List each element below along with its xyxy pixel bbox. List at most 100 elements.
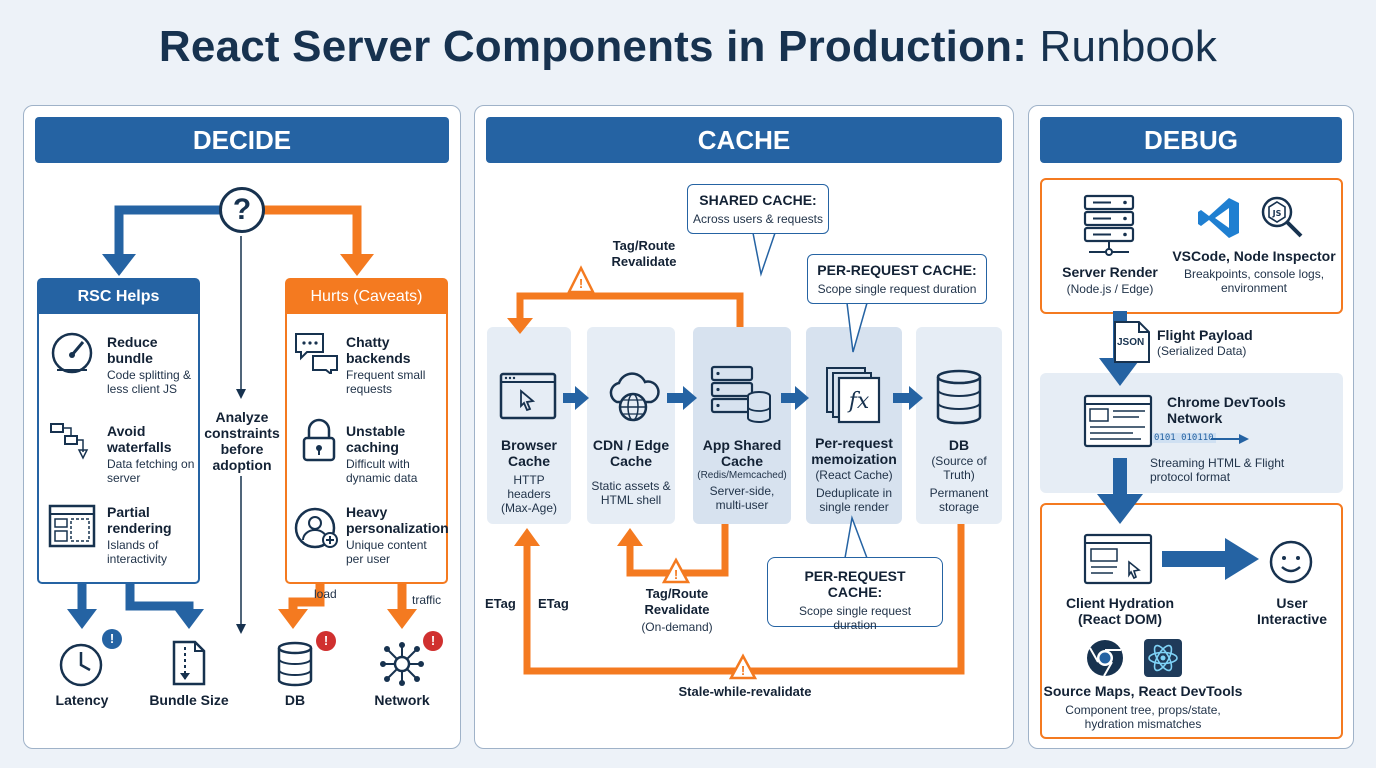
cloud-globe-icon: [609, 372, 660, 422]
zip-file-icon: [172, 640, 206, 686]
server-render-box: [1040, 178, 1343, 314]
hurts-item-2-desc: Difficult with dynamic data: [346, 457, 418, 485]
network-badge: !: [423, 631, 443, 651]
gauge-icon: [51, 332, 93, 374]
app-shared-desc: Server-side, multi-user: [709, 484, 775, 512]
flight-text: Flight Payload (Serialized Data): [1157, 327, 1337, 358]
page-title: React Server Components in Production: R…: [0, 22, 1376, 72]
outcome-latency: Latency: [55, 692, 109, 708]
etag-label-2: ETag: [538, 596, 569, 611]
latency-badge: !: [102, 629, 122, 649]
browser-icon: [499, 372, 557, 420]
svg-text:fx: fx: [847, 389, 870, 414]
warning-middle: !: [673, 567, 679, 582]
sourcemaps-title: Source Maps, React DevTools: [1043, 683, 1243, 699]
per-request-callout-bottom-desc: Scope single request duration: [798, 604, 912, 632]
chat-icon: [295, 333, 338, 374]
decide-header: DECIDE: [35, 117, 449, 163]
stream-arrow: [1211, 434, 1249, 444]
chrome-devtools-desc: Streaming HTML & Flight protocol format: [1150, 456, 1285, 484]
per-request-callout-top-title: PER-REQUEST CACHE:: [817, 262, 977, 278]
lock-icon: [302, 418, 336, 462]
server-icon: [1083, 194, 1135, 256]
per-request-callout-bottom: PER-REQUEST CACHE: Scope single request …: [767, 557, 943, 632]
layout-icon: [48, 504, 96, 548]
tag-revalidate-top: Tag/Route Revalidate: [611, 238, 677, 269]
cdn-cache-title: CDN / Edge Cache: [592, 437, 670, 469]
warning-top: !: [578, 276, 584, 291]
sourcemaps-desc: Component tree, props/state, hydration m…: [1065, 703, 1221, 731]
server-render-desc: (Node.js / Edge): [1066, 282, 1154, 296]
cdn-cache-desc: Static assets & HTML shell: [591, 479, 671, 507]
svg-text:JS: JS: [1272, 209, 1282, 218]
shared-callout-desc: Across users & requests: [692, 212, 824, 226]
json-tag: JSON: [1117, 337, 1145, 348]
hurts-header: Hurts (Caveats): [287, 280, 446, 314]
hurts-item-3-desc: Unique content per user: [346, 538, 427, 566]
title-main: React Server Components in Production:: [158, 22, 1028, 71]
hurts-item-1-title: Chatty backends: [346, 334, 411, 366]
arrow-traffic-label: traffic: [412, 593, 442, 607]
helps-item-1-desc: Code splitting & less client JS: [107, 368, 192, 396]
helps-item-2-title: Avoid waterfalls: [107, 423, 172, 455]
cache-header: CACHE: [486, 117, 1002, 163]
flight-title: Flight Payload: [1157, 327, 1253, 343]
layer-cdn-text: CDN / Edge Cache Static assets & HTML sh…: [587, 437, 675, 507]
layer-db-text: DB (Source of Truth) Permanent storage: [916, 437, 1002, 514]
shared-cache-callout: SHARED CACHE: Across users & requests: [687, 184, 829, 234]
server-database-icon: [710, 365, 771, 423]
outcome-network: Network: [374, 692, 430, 708]
node-inspector-icon: JS: [1261, 196, 1303, 238]
db-desc: Permanent storage: [929, 486, 989, 514]
vscode-desc: Breakpoints, console logs, environment: [1183, 267, 1325, 295]
decide-arrows: [67, 205, 417, 634]
helps-item-2-desc: Data fetching on server: [107, 457, 195, 485]
layer-browser: [487, 327, 571, 524]
vscode-icon: [1198, 198, 1239, 238]
memo-function-icon: fx: [826, 367, 881, 424]
rsc-helps-header: RSC Helps: [39, 280, 198, 314]
hurts-item-1-desc: Frequent small requests: [346, 368, 426, 396]
layer-db: [916, 327, 1002, 524]
stale-while-revalidate: Stale-while-revalidate: [678, 684, 812, 699]
layer-per-request: [806, 327, 902, 524]
question-circle: ?: [219, 187, 265, 233]
debug-panel: DEBUG Server Render (Node.js / Edge) JS: [1028, 105, 1354, 749]
db-title: DB: [948, 437, 970, 453]
sourcemaps-text: Source Maps, React DevTools Component tr…: [1040, 683, 1246, 731]
warning-bottom: !: [740, 663, 746, 678]
arrow-load-label: load: [314, 587, 337, 601]
devtools-window-icon: [1083, 394, 1153, 448]
debug-header: DEBUG: [1040, 117, 1342, 163]
server-render-text: Server Render (Node.js / Edge): [1050, 264, 1170, 296]
app-shared-title: App Shared Cache: [702, 437, 782, 469]
etag-label-1: ETag: [485, 596, 516, 611]
flight-desc: (Serialized Data): [1157, 344, 1247, 358]
per-request-sub: (React Cache): [815, 468, 893, 482]
layer-app-shared-text: App Shared Cache (Redis/Memcached) Serve…: [693, 437, 791, 512]
vscode-text: VSCode, Node Inspector Breakpoints, cons…: [1169, 248, 1339, 295]
network-icon: [380, 642, 424, 686]
db-badge: !: [316, 631, 336, 651]
helps-item-3-desc: Islands of interactivity: [107, 538, 168, 566]
outcome-db: DB: [284, 692, 306, 708]
hurts-item-3-title: Heavy personalization: [346, 504, 449, 536]
center-note: Analyze constraints before adoption: [204, 409, 280, 473]
json-file-icon: [1114, 321, 1150, 363]
decide-panel: DECIDE ? RSC Helps: [23, 105, 461, 749]
user-plus-icon: [294, 507, 338, 549]
hydration-window-icon: [1083, 533, 1153, 585]
outcome-bundle-size: Bundle Size: [149, 692, 229, 708]
layer-cdn: [587, 327, 675, 524]
stream-text: 0101 010110: [1152, 433, 1216, 443]
layer-browser-text: Browser Cache HTTP headers (Max-Age): [487, 437, 571, 515]
hurts-item-2-title: Unstable caching: [346, 423, 406, 455]
per-request-callout-top-desc: Scope single request duration: [817, 282, 977, 296]
question-mark: ?: [232, 193, 252, 226]
browser-cache-desc: HTTP headers (Max-Age): [500, 473, 557, 515]
per-request-callout-bottom-title: PER-REQUEST CACHE:: [804, 568, 906, 600]
smiley-icon: [1269, 540, 1313, 584]
layer-app-shared: [693, 327, 791, 524]
db-sub: (Source of Truth): [931, 454, 987, 482]
hurts-card: Hurts (Caveats) Chatty backends Frequent…: [285, 278, 449, 584]
